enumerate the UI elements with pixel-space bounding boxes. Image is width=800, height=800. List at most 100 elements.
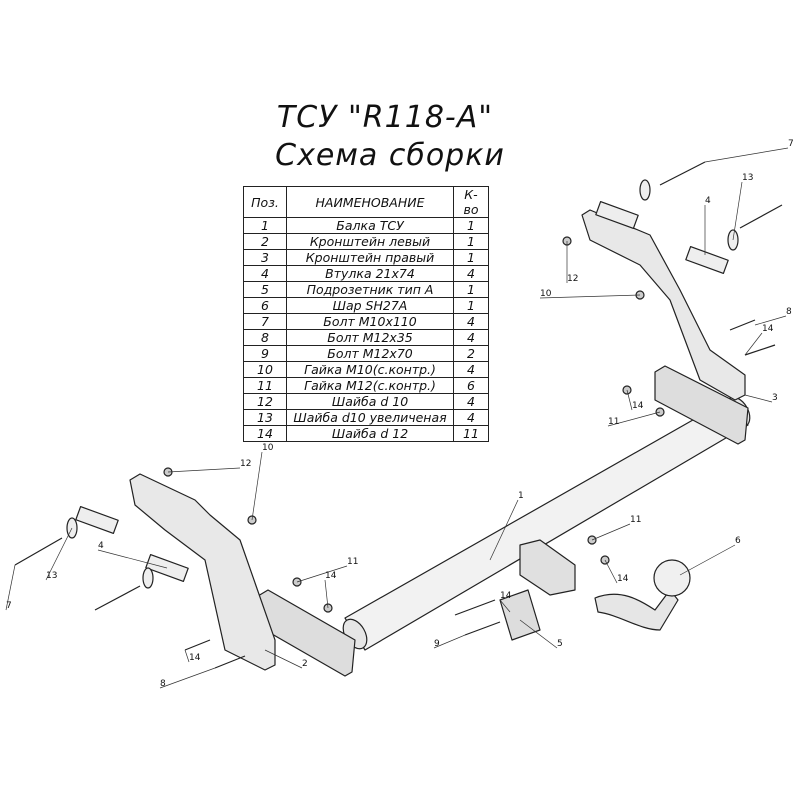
cell-name: Болт М12x35 — [286, 329, 454, 346]
leader-line — [744, 394, 773, 403]
leader-line — [167, 467, 241, 473]
bolt — [464, 621, 501, 636]
callout-label: 14 — [325, 571, 337, 581]
bolt — [184, 639, 211, 651]
bolt — [739, 204, 783, 229]
leader-line — [5, 564, 16, 611]
callout-label: 12 — [240, 459, 251, 469]
leader-line — [732, 181, 743, 241]
leader-line — [591, 523, 631, 541]
leader-line — [754, 315, 787, 326]
callout-label: 9 — [434, 639, 440, 649]
cell-name: Кронштейн правый — [286, 249, 454, 266]
leader-line — [324, 579, 329, 609]
callout-label: 14 — [762, 324, 774, 334]
cell-name: Болт М12x70 — [286, 345, 454, 362]
bolt — [454, 599, 496, 616]
bolt — [659, 161, 706, 186]
washer — [142, 567, 154, 589]
left-bracket — [129, 473, 276, 671]
callout-label: 10 — [540, 289, 552, 299]
leader-line — [433, 634, 466, 649]
leader-line — [489, 499, 519, 561]
callout-label: 14 — [617, 574, 629, 584]
bolt — [14, 537, 63, 566]
tow-ball — [653, 559, 691, 597]
leader-line — [679, 544, 736, 576]
callout-label: 7 — [788, 139, 794, 149]
callout-label: 13 — [742, 173, 753, 183]
bolt — [729, 319, 756, 331]
bolt — [94, 585, 141, 611]
leader-line — [45, 527, 73, 581]
leader-line — [296, 565, 348, 583]
leader-line — [704, 147, 789, 163]
bolt — [214, 655, 246, 669]
callout-label: 10 — [262, 443, 274, 453]
callout-label: 2 — [302, 659, 308, 669]
cell-name: Шайба d 12 — [286, 425, 454, 442]
sleeve — [595, 200, 639, 230]
callout-label: 11 — [630, 515, 641, 525]
ball-neck — [594, 589, 679, 631]
leader-line — [251, 451, 263, 521]
leader-line — [539, 294, 641, 299]
callout-label: 12 — [567, 274, 578, 284]
callout-label: 13 — [46, 571, 57, 581]
callout-label: 1 — [518, 491, 524, 501]
leader-line — [184, 649, 190, 663]
right-end-plate — [654, 365, 749, 445]
sleeve — [685, 245, 729, 275]
callout-label: 14 — [500, 591, 512, 601]
cell-name: Подрозетник тип А — [286, 281, 454, 298]
callout-label: 4 — [98, 541, 104, 551]
callout-label: 3 — [772, 393, 778, 403]
callout-label: 11 — [608, 417, 619, 427]
callout-label: 4 — [705, 196, 711, 206]
diagram-title: ТСУ "R118-A" — [276, 100, 494, 135]
cell-qty: 11 — [453, 425, 489, 442]
sleeve — [75, 505, 119, 535]
ball-mount-bracket — [519, 539, 576, 596]
col-header-qty: К-во — [453, 186, 489, 218]
callout-label: 8 — [160, 679, 166, 689]
cell-pos: 14 — [243, 425, 287, 442]
leader-line — [604, 559, 618, 584]
callout-label: 11 — [347, 557, 358, 567]
cell-pos: 13 — [243, 409, 287, 426]
leader-line — [97, 549, 168, 569]
washer — [639, 179, 651, 201]
leader-line — [499, 599, 511, 613]
bolt — [744, 344, 776, 356]
callout-label: 5 — [557, 639, 563, 649]
leader-line — [607, 411, 661, 427]
callout-label: 6 — [735, 536, 741, 546]
leader-line — [519, 619, 558, 649]
col-header-pos: Поз. — [243, 186, 287, 218]
cell-qty: 4 — [453, 409, 489, 426]
leader-line — [744, 332, 763, 356]
towbar-beam — [344, 399, 749, 651]
leader-line — [626, 389, 633, 411]
leader-line — [159, 667, 216, 689]
cell-name: Балка ТСУ — [286, 217, 454, 234]
diagram-subtitle: Схема сборки — [275, 138, 505, 173]
callout-label: 14 — [632, 401, 644, 411]
callout-label: 7 — [6, 601, 12, 611]
callout-label: 8 — [786, 307, 792, 317]
callout-label: 14 — [189, 653, 201, 663]
leader-line — [264, 649, 303, 669]
